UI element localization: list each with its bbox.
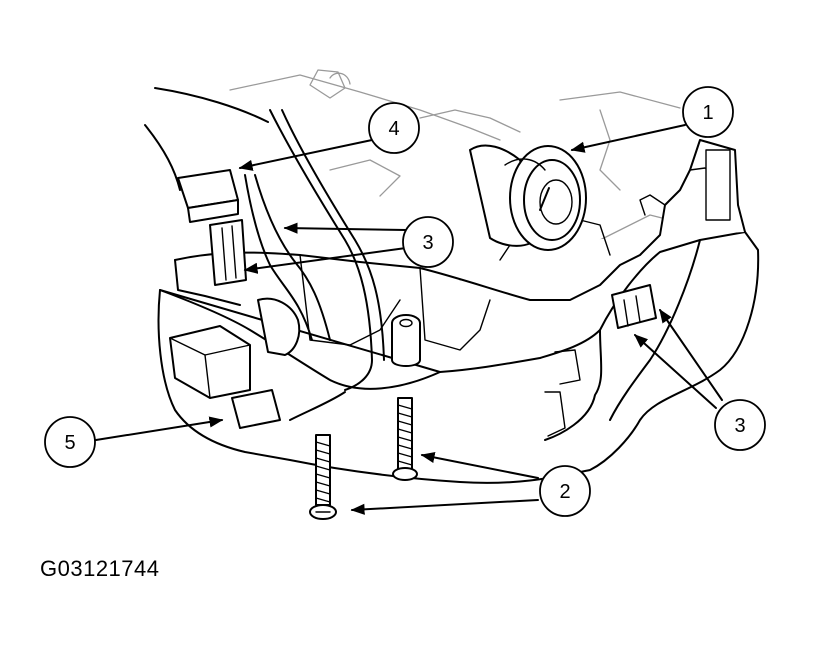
callout-5-label: 5 [64, 432, 75, 454]
callout-4: 4 [368, 102, 420, 154]
callout-3-upper-label: 3 [422, 232, 433, 254]
callout-2-label: 2 [559, 481, 570, 503]
lower-shroud [157, 231, 760, 484]
screw-boss [391, 314, 421, 367]
callout-2: 2 [539, 465, 591, 517]
callout-4-label: 4 [388, 118, 399, 140]
screw-front [392, 397, 418, 481]
connectors [169, 169, 657, 429]
leader-lines [95, 124, 723, 515]
callout-1-label: 1 [702, 102, 713, 124]
callout-3-right: 3 [714, 399, 766, 451]
figure-id: G03121744 [40, 556, 160, 581]
background-mechanism [229, 69, 691, 281]
ignition-lock-cylinder [469, 144, 587, 251]
callout-3-right-label: 3 [734, 415, 745, 437]
callout-5: 5 [44, 416, 96, 468]
screw-rear [309, 434, 337, 520]
callout-1: 1 [682, 86, 734, 138]
callout-3-upper: 3 [402, 216, 454, 268]
wiring-harness [144, 87, 385, 421]
